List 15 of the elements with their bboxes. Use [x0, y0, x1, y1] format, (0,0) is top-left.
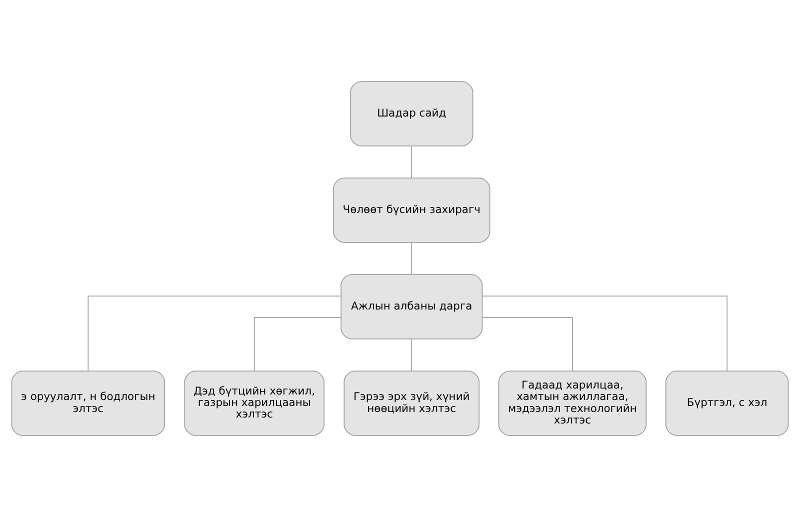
node-box: Шадар сайд — [350, 81, 474, 146]
connector — [482, 296, 728, 372]
connector — [88, 296, 342, 372]
node-box: Ажлын албаны дарга — [340, 274, 483, 340]
node-box: Бүртгэл, с хэл — [665, 370, 789, 436]
connector — [411, 146, 412, 178]
connector — [411, 338, 412, 372]
node-box: Гэрээ эрх зүй, хүний нөөцийн хэлтэс — [344, 370, 480, 436]
node-box: Гадаад харилцаа, хамтын ажиллагаа, мэдээлэл технологийн хэлтэс — [498, 370, 647, 436]
connector — [411, 242, 412, 275]
connector — [482, 317, 573, 372]
node-box: э оруулалт, н бодлогын элтэс — [11, 370, 165, 436]
node-box: Дэд бүтцийн хөгжил, газрын харилцааны хэлтэс — [184, 370, 324, 436]
connector — [254, 317, 342, 372]
node-box: Чөлөөт бүсийн захирагч — [332, 178, 490, 243]
